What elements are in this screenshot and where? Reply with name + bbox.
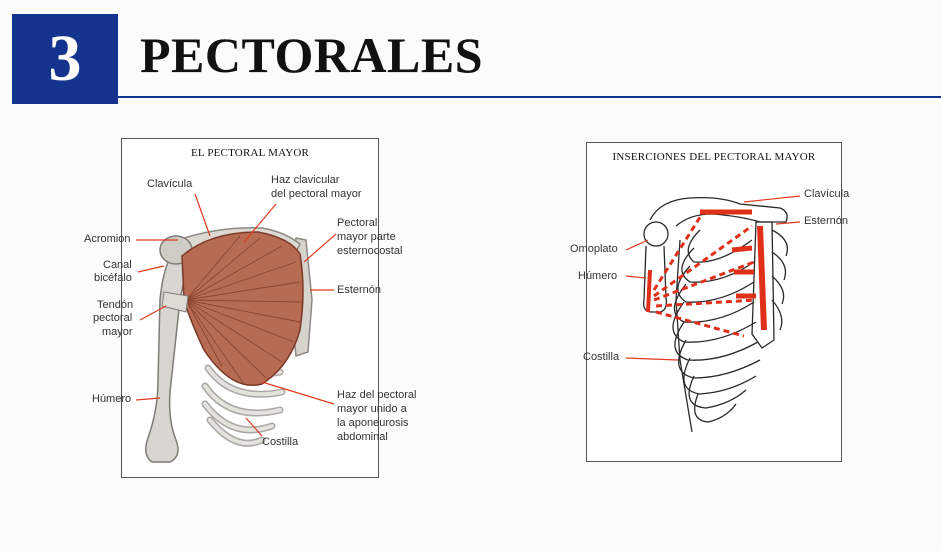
label-costilla-right: Costilla [583,351,620,363]
label-tendon-mayor: mayor [102,326,133,338]
label-clavicula: Clavícula [147,178,193,190]
label-clavicula-right: Clavícula [804,188,850,200]
label-haz-unido-2: mayor unido a [337,403,407,415]
label-haz-clavicular-2: del pectoral mayor [271,188,362,200]
panel-title: INSERCIONES DEL PECTORAL MAYOR [612,151,816,163]
label-esternon: Esternón [337,284,382,296]
label-esternocostal: esternocostal [337,245,403,257]
page-title: PECTORALES [140,27,484,83]
chapter-number: 3 [12,14,118,104]
label-haz-unido-4: abdominal [337,431,388,443]
label-esternon-right: Esternón [804,215,849,227]
label-humero: Húmero [92,393,132,405]
label-pectoral-parte: Pectoral [337,217,378,229]
left-anatomy-drawing [145,227,313,463]
insertion-marks [646,209,767,338]
label-canal: Canal [103,259,132,271]
right-leader-lines [625,195,801,361]
label-costilla: Costilla [262,436,299,448]
label-haz-unido-3: la aponeurosis [337,417,409,429]
label-mayor-parte: mayor parte [337,231,396,243]
label-bicefalo: bicéfalo [94,272,132,284]
label-tendon-pectoral: pectoral [93,312,133,324]
label-tendon: Tendón [97,299,134,311]
title-rule [118,96,941,98]
label-acromion: Acromion [84,233,131,245]
left-leader-lines [135,193,337,437]
label-haz-unido: Haz del pectoral [337,389,417,401]
inserciones-panel: INSERCIONES DEL PECTORAL MAYOR [586,142,842,462]
panel-title: EL PECTORAL MAYOR [190,147,310,159]
label-haz-clavicular: Haz clavicular [271,174,340,186]
label-omoplato: Omoplato [570,243,618,255]
label-humero-right: Húmero [578,270,618,282]
